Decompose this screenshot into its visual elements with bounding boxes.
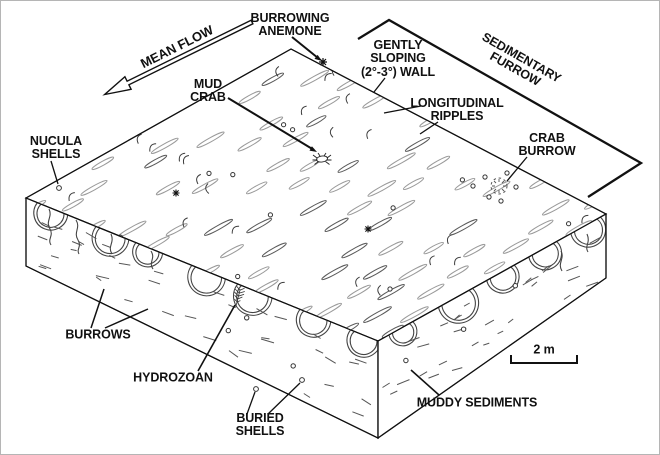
nucula-shells-label: NUCULA SHELLS [29,133,83,161]
mud-crab-leader [227,97,315,151]
hydrozoan-leader [197,304,236,372]
scale-bar [510,355,578,364]
buried-shells-leader-2 [267,382,301,415]
hydrozoan-icon [234,286,245,308]
crab-burrow-icon [470,170,519,204]
wall-leader [373,77,386,93]
left-face-burrows [33,202,378,417]
buried-shells-leader-1 [246,391,256,415]
buried-shell-icon-2 [299,377,305,383]
right-face-burrows [382,216,606,395]
mean-flow-arrow [102,19,254,96]
scale-bar-label: 2 m [533,342,555,357]
crab-burrow-label: CRAB BURROW [518,130,576,158]
anemone-icon-3 [364,225,372,233]
mud-crab-label: MUD CRAB [190,76,226,104]
mud-crab-icon [312,152,332,165]
ripples-leader-2 [419,121,439,135]
burrowing-anemone-arrowhead [314,54,322,61]
burrow-tubes-right [559,233,589,272]
burrows-leader-2 [104,308,149,329]
burrowing-anemone-icon [319,58,327,66]
ripples-leader-1 [383,105,422,114]
leader-lines [50,36,528,415]
sedimentary-furrow-bracket [357,18,644,198]
crab-burrow-leader [506,156,528,182]
nucula-shells-leader [50,160,59,185]
muddy-sediments-label: MUDDY SEDIMENTS [416,395,538,410]
buried-shell-icon-1 [253,386,259,392]
muddy-sediments-leader [410,369,440,396]
burrowing-anemone-leader [291,36,319,59]
burrows-leader-1 [90,288,105,329]
block-edges [24,48,608,439]
burrowing-anemone-label: BURROWING ANEMONE [250,10,330,38]
nucula-shell-icon [56,185,62,191]
gently-sloping-wall-label: GENTLY SLOPING (2°-3°) WALL [360,38,436,79]
burrows-label: BURROWS [65,327,131,342]
anemone-icon-2 [172,189,180,197]
buried-shells-label: BURIED SHELLS [235,410,285,438]
mud-crab-arrowhead [309,146,317,152]
longitudinal-ripples-label: LONGITUDINAL RIPPLES [410,95,504,123]
burrow-tubes [47,208,154,270]
hydrozoan-label: HYDROZOAN [133,370,213,385]
